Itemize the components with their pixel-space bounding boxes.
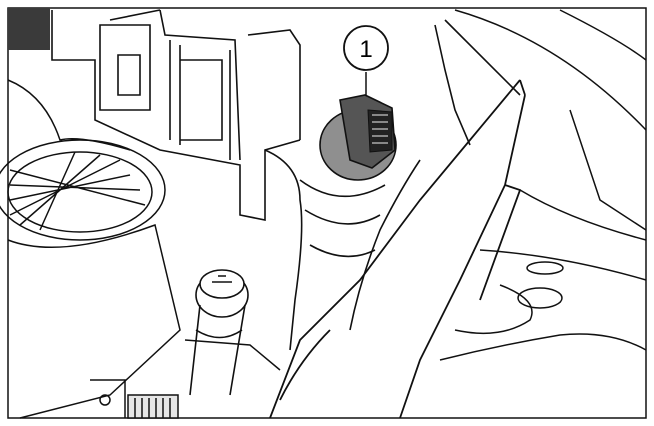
filler-neck	[264, 149, 421, 351]
callout-number: 1	[359, 36, 372, 63]
callout-1: 1	[343, 25, 389, 96]
dipstick-cap	[189, 269, 249, 396]
right-cover	[439, 9, 647, 361]
upper-housing	[51, 9, 521, 221]
lower-components	[90, 339, 281, 419]
callout-circle	[343, 25, 389, 71]
fan-filter	[0, 79, 181, 419]
access-panel	[269, 79, 526, 419]
figure-border	[7, 7, 647, 419]
corner-tab	[8, 8, 50, 50]
reservoir-cap	[319, 94, 397, 181]
